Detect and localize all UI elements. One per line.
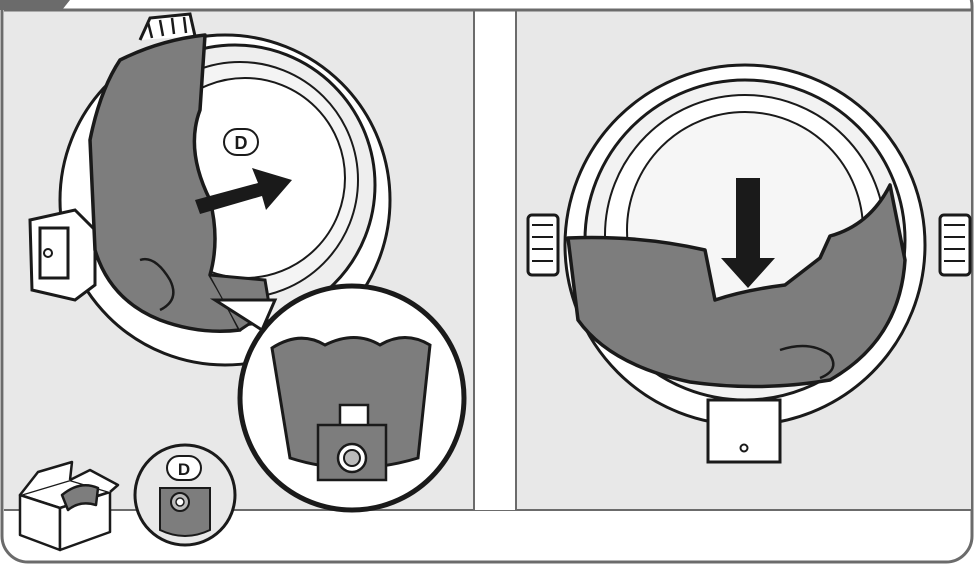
part-d-thumbnail-label: D	[178, 460, 190, 479]
part-label-d-text: D	[235, 133, 248, 153]
part-d-thumbnail: D	[135, 445, 235, 545]
side-clip-right	[940, 215, 970, 275]
part-label-d: D	[224, 129, 258, 155]
side-handle	[30, 210, 95, 300]
bottom-bracket	[708, 400, 780, 462]
side-clip-left	[528, 215, 558, 275]
